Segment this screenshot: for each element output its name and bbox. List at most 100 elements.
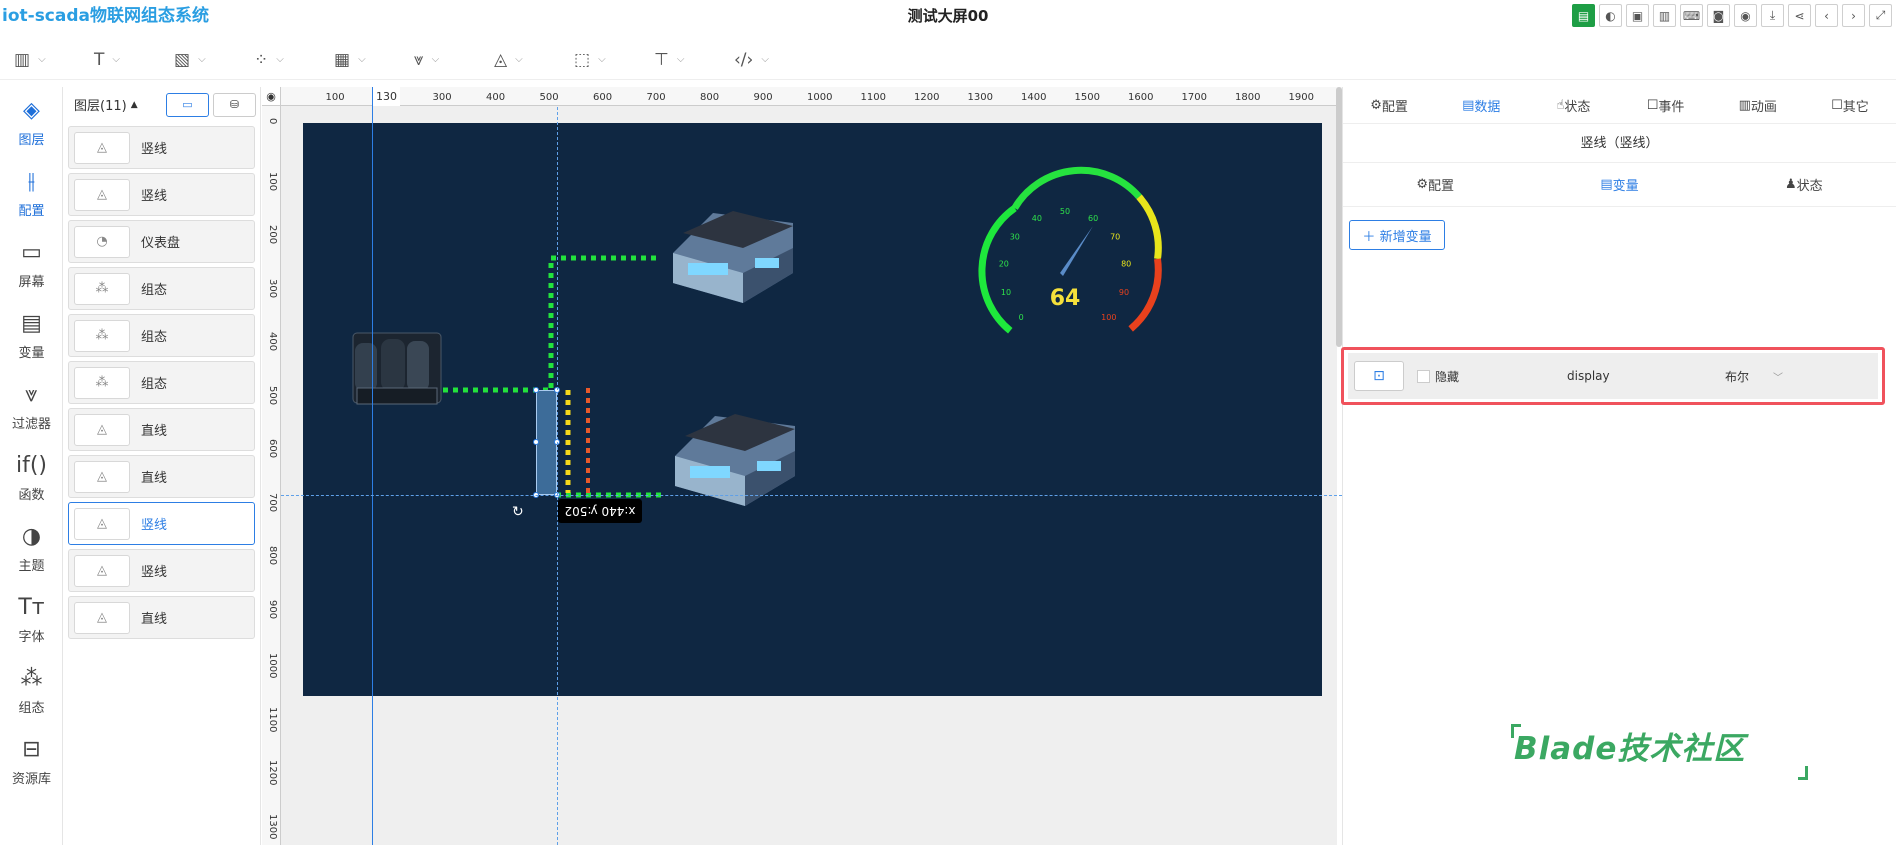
keyboard-icon[interactable]: ⌨: [1680, 4, 1703, 27]
ruler-tick: 1600: [1128, 92, 1154, 103]
layer-item[interactable]: ◬竖线: [68, 126, 255, 169]
ruler-tick: 1900: [1288, 92, 1314, 103]
sort-icon[interactable]: ▲: [130, 99, 138, 110]
format-tool-button[interactable]: ⊤⌵: [640, 40, 720, 80]
sub-tab[interactable]: ♟ 状态: [1712, 163, 1896, 206]
gauge-needle: [1060, 226, 1093, 276]
select-tool-button[interactable]: ⬚⌵: [560, 40, 640, 80]
nav-item[interactable]: ⊟资源库: [0, 726, 63, 797]
expand-icon[interactable]: ⤢: [1869, 4, 1892, 27]
gauge-tick-label: 70: [1110, 233, 1120, 242]
ruler-horizontal[interactable]: 0100200300400500600700800900100011001200…: [262, 87, 1342, 106]
text-tool-icon: T: [94, 49, 105, 70]
ruler-tick: 600: [267, 439, 278, 459]
layer-name: 竖线: [141, 518, 168, 533]
factory-building-top[interactable]: [673, 211, 793, 303]
canvas-scrollbar[interactable]: [1336, 87, 1342, 347]
hide-checkbox[interactable]: [1417, 369, 1430, 383]
image-tool-button[interactable]: ▧⌵: [160, 40, 240, 80]
add-variable-button[interactable]: ＋ 新增变量: [1349, 220, 1445, 250]
ruler-tick: 700: [267, 492, 278, 512]
layer-panel: 图层(11) ▲ ▭ ⛁ ◬竖线◬竖线◔仪表盘⁂组态⁂组态⁂组态◬直线◬直线◬竖…: [63, 87, 261, 845]
code-tool-button[interactable]: ‹/›⌵: [720, 40, 800, 80]
ruler-tick: 1800: [1235, 92, 1261, 103]
table-tool-icon: ▦: [334, 49, 351, 70]
forward-icon[interactable]: ›: [1842, 4, 1865, 27]
property-tab[interactable]: ⚙ 配置: [1343, 87, 1435, 123]
layer-item[interactable]: ◬竖线: [68, 549, 255, 592]
property-tab[interactable]: ☐ 事件: [1620, 87, 1712, 123]
component-tool-button[interactable]: ⁘⌵: [240, 40, 320, 80]
nav-item[interactable]: ⫲配置: [0, 158, 63, 229]
nav-item[interactable]: ◈图层: [0, 87, 63, 158]
green-pipe-top[interactable]: [443, 255, 661, 393]
layer-item[interactable]: ◬竖线: [68, 173, 255, 216]
table-tool-button[interactable]: ▦⌵: [320, 40, 400, 80]
layer-count: 图层(11): [74, 99, 127, 114]
nav-label: 主题: [18, 558, 45, 574]
nav-icon: ⊟: [22, 736, 41, 762]
layer-item[interactable]: ◔仪表盘: [68, 220, 255, 263]
nav-label: 组态: [18, 700, 45, 716]
layer-item[interactable]: ◬直线: [68, 596, 255, 639]
back-icon[interactable]: ‹: [1815, 4, 1838, 27]
preview-icon[interactable]: ◉: [1734, 4, 1757, 27]
tab-icon: ☐: [1646, 97, 1659, 113]
resize-handle-ml[interactable]: [533, 439, 539, 445]
share-icon[interactable]: ⋖: [1788, 4, 1811, 27]
select-tool-icon: ⬚: [574, 49, 591, 70]
chevron-down-icon[interactable]: ﹀: [1773, 372, 1783, 384]
eye-icon[interactable]: ◉: [262, 87, 281, 106]
nav-item[interactable]: ⁂ 组态: [0, 655, 63, 726]
property-tab[interactable]: ▥ 动画: [1712, 87, 1804, 123]
layer-item[interactable]: ⁂组态: [68, 267, 255, 310]
rotate-handle-icon[interactable]: ↻: [512, 504, 524, 520]
download-icon[interactable]: ⤓: [1761, 4, 1784, 27]
layer-item[interactable]: ⁂组态: [68, 314, 255, 357]
filter-tool-button[interactable]: ⩔⌵: [400, 40, 480, 80]
sub-tab[interactable]: ▤ 变量: [1527, 163, 1711, 206]
screen-view-icon[interactable]: ▭: [166, 92, 209, 117]
property-tab[interactable]: ▤ 数据: [1435, 87, 1527, 123]
ruler-tick: 300: [432, 92, 452, 103]
nav-item[interactable]: ◑主题: [0, 513, 63, 584]
ruler-tick: 1500: [1074, 92, 1100, 103]
resize-handle-tl[interactable]: [533, 387, 539, 393]
nav-item[interactable]: ⩔过滤器: [0, 371, 63, 442]
text-tool-button[interactable]: T⌵: [80, 40, 160, 80]
layer-item[interactable]: ◬竖线: [68, 502, 255, 545]
stack-view-icon[interactable]: ⛁: [213, 92, 256, 117]
delete-icon[interactable]: ▥: [1653, 4, 1676, 27]
palette-icon[interactable]: ◐: [1599, 4, 1622, 27]
layer-item[interactable]: ◬直线: [68, 408, 255, 451]
layer-name: 竖线: [141, 189, 168, 204]
shape-tool-button[interactable]: ◬⌵: [480, 40, 560, 80]
property-tab[interactable]: ☝ 状态: [1527, 87, 1619, 123]
factory-building-bottom[interactable]: [675, 414, 795, 506]
nav-item[interactable]: ▤变量: [0, 300, 63, 371]
nav-icon: ⁂: [20, 665, 43, 691]
layer-item[interactable]: ⁂组态: [68, 361, 255, 404]
chart-tool-button[interactable]: ▥⌵: [0, 40, 80, 80]
variable-type-select[interactable]: 布尔: [1725, 369, 1750, 384]
camera-icon[interactable]: ◙: [1707, 4, 1730, 27]
nav-icon: ▭: [21, 239, 42, 265]
sub-tab[interactable]: ⚙ 配置: [1343, 163, 1527, 206]
nav-item[interactable]: if()函数: [0, 442, 63, 513]
variable-bind-icon[interactable]: ⊡: [1354, 361, 1404, 391]
excel-icon[interactable]: ▤: [1572, 4, 1595, 27]
save-icon[interactable]: ▣: [1626, 4, 1649, 27]
compressor-component[interactable]: [352, 332, 442, 405]
layer-item[interactable]: ◬直线: [68, 455, 255, 498]
nav-item[interactable]: ▭屏幕: [0, 229, 63, 300]
guide-line-vertical[interactable]: [372, 87, 373, 845]
nav-icon: ▤: [21, 310, 42, 336]
ruler-tick: 800: [700, 92, 720, 103]
property-tab[interactable]: ☐ 其它: [1804, 87, 1896, 123]
layer-name: 竖线: [141, 142, 168, 157]
